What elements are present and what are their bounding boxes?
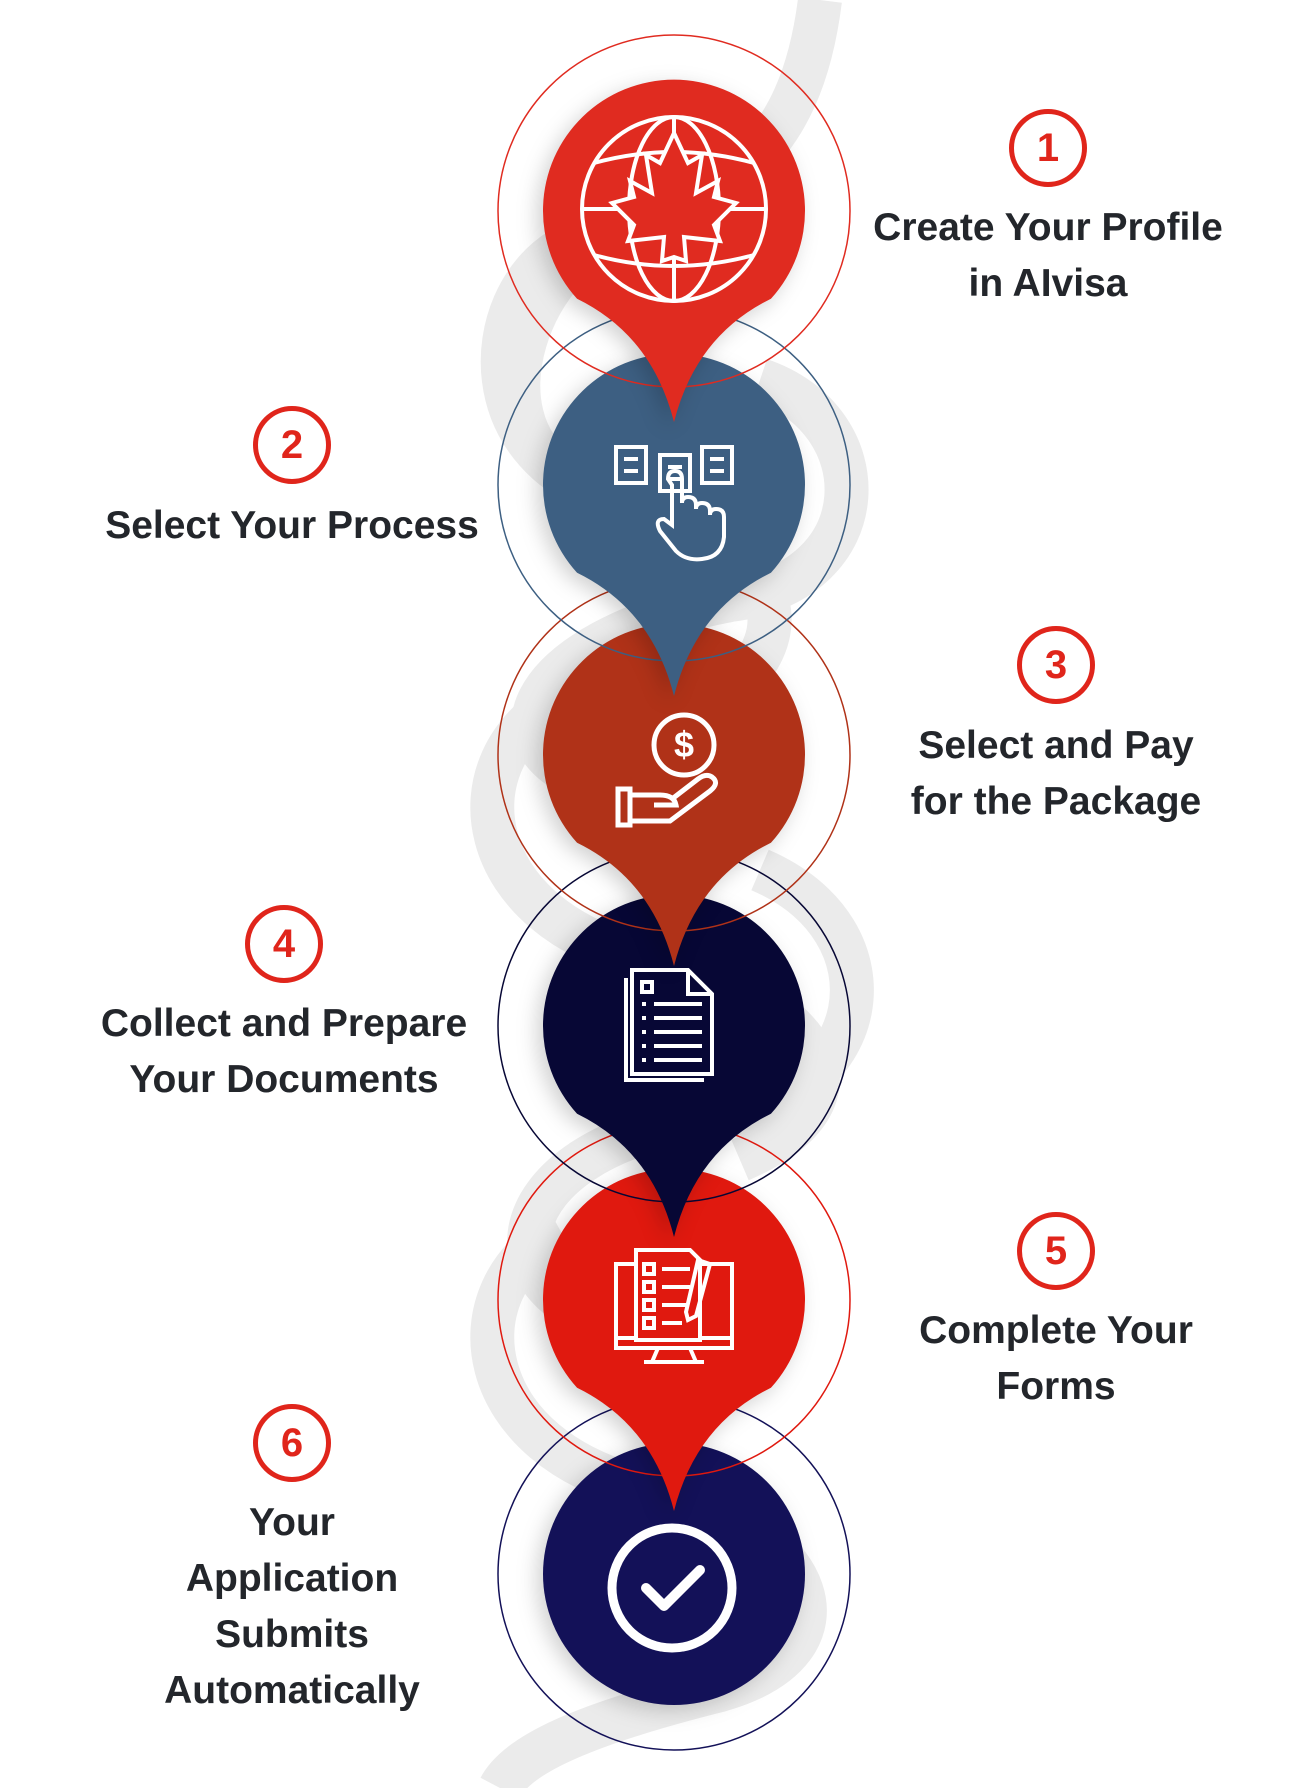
pin-body	[543, 353, 806, 696]
svg-text:$: $	[674, 724, 694, 765]
step-label: Select and Pay for the Package	[910, 724, 1202, 823]
step-number-badge: 1	[1009, 109, 1087, 187]
step-pin-3: $	[497, 578, 851, 966]
forms-monitor-icon	[614, 1248, 734, 1364]
step-number-badge: 4	[245, 905, 323, 983]
step-label: Your Application Submits Automatically	[164, 1501, 420, 1712]
select-process-icon	[614, 445, 734, 562]
step-number-badge: 6	[253, 1404, 331, 1482]
pin-body	[543, 894, 806, 1237]
step-label: Select Your Process	[105, 504, 479, 547]
step-pin-5	[497, 1123, 851, 1511]
canada-globe-icon	[580, 115, 768, 303]
pin-body	[543, 1443, 805, 1705]
step-label: Create Your Profile in AIvisa	[873, 206, 1223, 305]
step-number-badge: 2	[253, 406, 331, 484]
documents-icon	[624, 968, 714, 1082]
step-label: Complete Your Forms	[919, 1309, 1193, 1408]
step-pin-1	[497, 34, 851, 423]
payment-hand-icon: $	[615, 712, 718, 828]
step-number-badge: 3	[1017, 626, 1095, 704]
check-circle-icon	[607, 1523, 737, 1653]
step-number-badge: 5	[1017, 1212, 1095, 1290]
step-label: Collect and Prepare Your Documents	[100, 1002, 468, 1101]
step-pin-6	[497, 1397, 851, 1751]
